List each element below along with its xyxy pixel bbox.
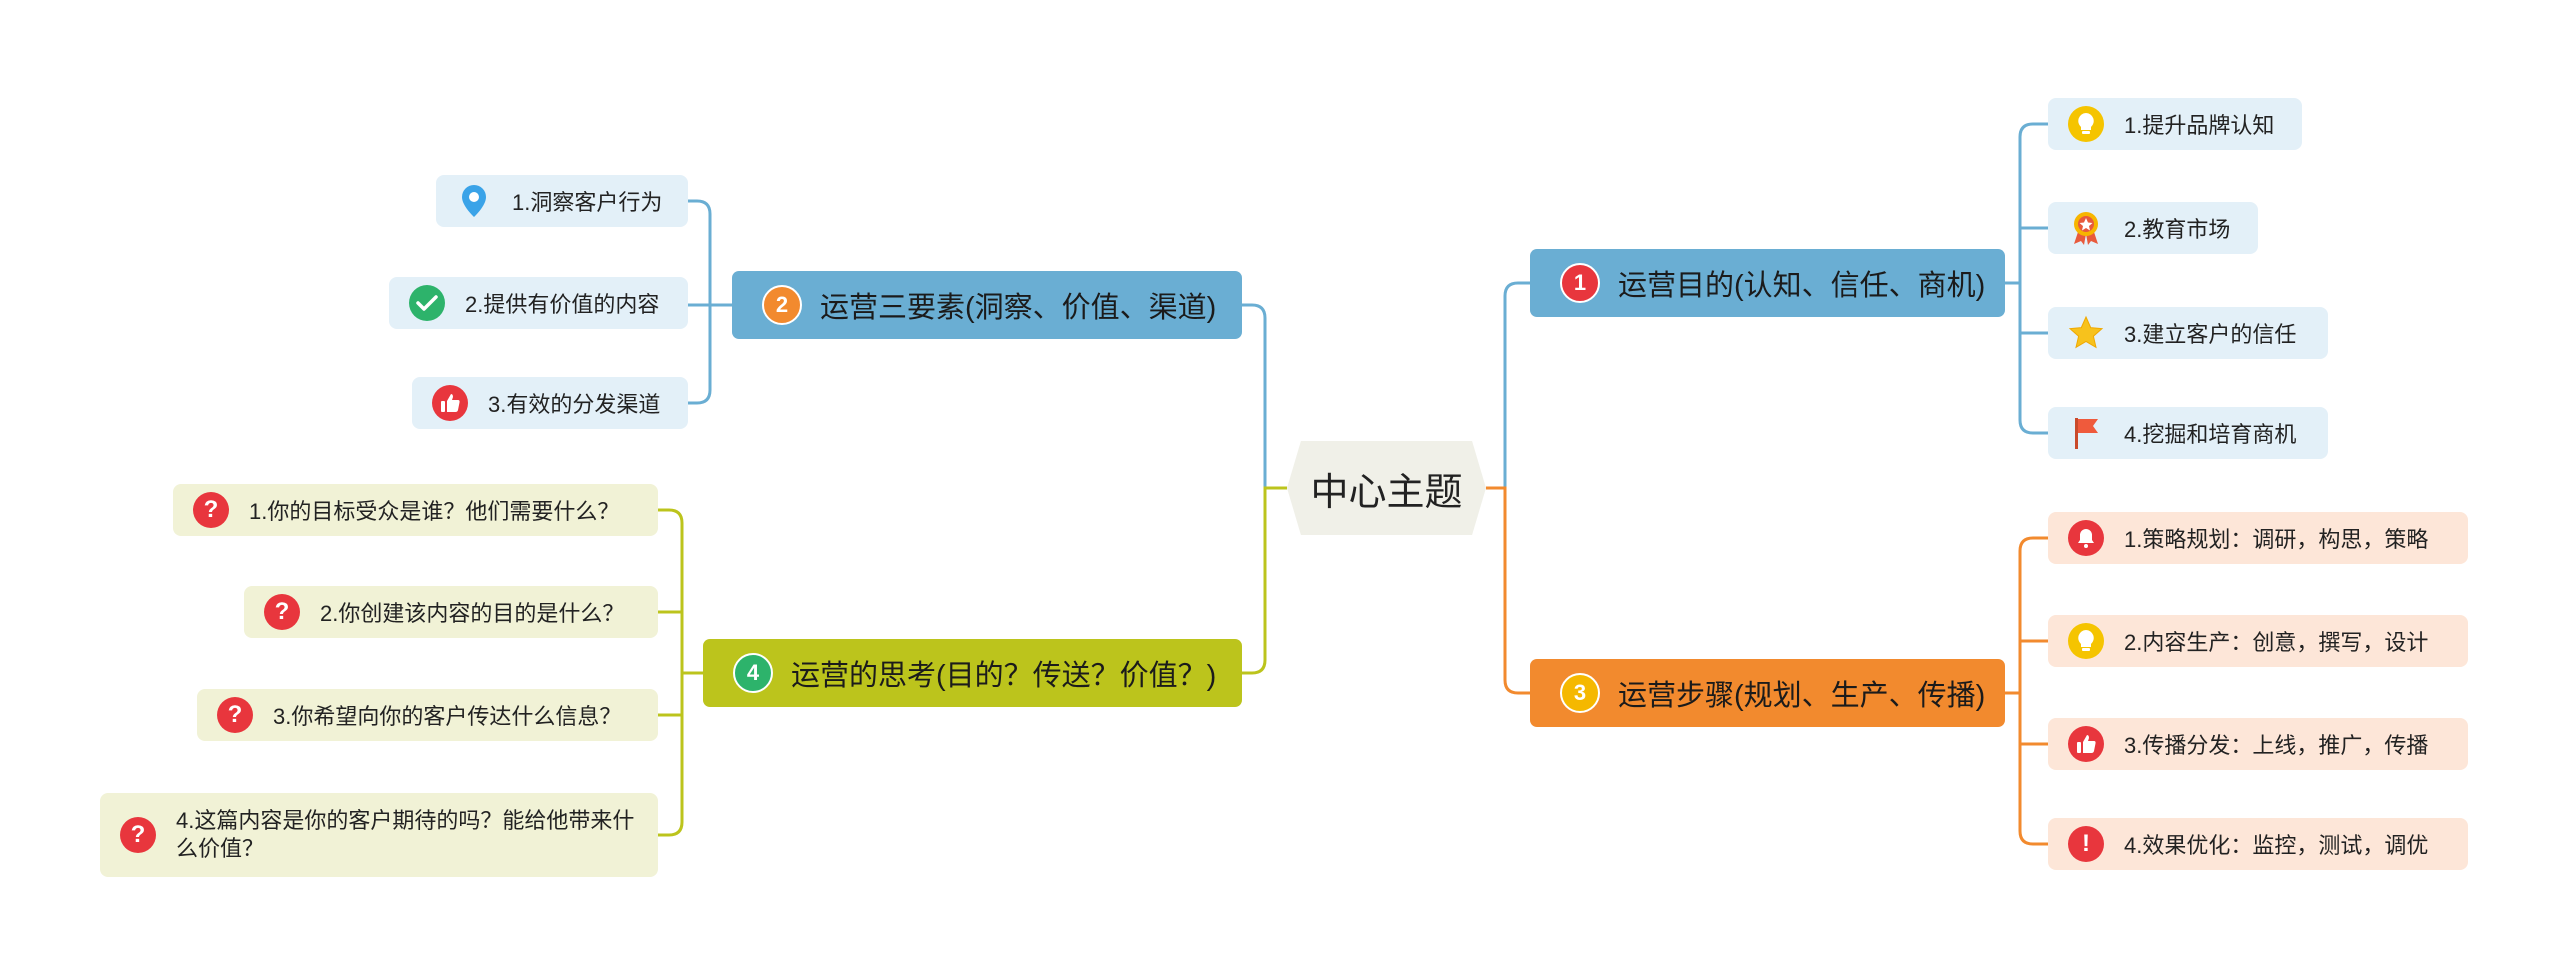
- exclamation-icon: !: [2068, 826, 2104, 862]
- connector-center-b2: [1242, 303, 1287, 490]
- leaf-b3-4[interactable]: ! 4.效果优化：监控，测试，调优: [2048, 818, 2468, 870]
- thumbs-up-icon: [432, 385, 468, 421]
- connector-b4-leaves: [658, 508, 703, 837]
- award-medal-icon: [2068, 210, 2104, 246]
- leaf-label: 1.提升品牌认知: [2124, 113, 2275, 138]
- connector-b3-leaves: [2005, 536, 2048, 846]
- leaf-b4-1[interactable]: ? 1.你的目标受众是谁？他们需要什么？: [173, 484, 658, 536]
- red-flag-icon: [2068, 415, 2104, 451]
- leaf-b4-3[interactable]: ? 3.你希望向你的客户传达什么信息？: [197, 689, 658, 741]
- leaf-label: 2.内容生产：创意，撰写，设计: [2124, 630, 2429, 655]
- leaf-b2-2[interactable]: 2.提供有价值的内容: [389, 277, 688, 329]
- branch-operation-thinking[interactable]: 4 运营的思考(目的？传送？价值？): [703, 639, 1242, 707]
- leaf-label: 4.挖掘和培育商机: [2124, 422, 2297, 447]
- leaf-label: 3.有效的分发渠道: [488, 392, 661, 417]
- branch-label: 运营步骤(规划、生产、传播): [1618, 680, 1986, 712]
- leaf-b2-3[interactable]: 3.有效的分发渠道: [412, 377, 688, 429]
- leaf-label: 4.效果优化：监控，测试，调优: [2124, 833, 2429, 858]
- leaf-b4-2[interactable]: ? 2.你创建该内容的目的是什么？: [244, 586, 658, 638]
- number-badge-1: 1: [1560, 263, 1600, 303]
- number-badge-3: 3: [1560, 673, 1600, 713]
- leaf-b3-3[interactable]: 3.传播分发：上线，推广，传播: [2048, 718, 2468, 770]
- leaf-b1-4[interactable]: 4.挖掘和培育商机: [2048, 407, 2328, 459]
- connector-center-b4: [1242, 486, 1287, 675]
- check-circle-icon: [409, 285, 445, 321]
- question-icon: ?: [264, 594, 300, 630]
- leaf-label: 1.洞察客户行为: [512, 190, 663, 215]
- leaf-label: 1.你的目标受众是谁？他们需要什么？: [249, 499, 620, 524]
- lightbulb-icon: [2068, 106, 2104, 142]
- question-icon: ?: [120, 817, 156, 853]
- star-icon: [2068, 315, 2104, 351]
- connector-center-b1: [1486, 281, 1530, 490]
- leaf-label: 3.传播分发：上线，推广，传播: [2124, 733, 2429, 758]
- connector-b2-leaves: [688, 199, 732, 405]
- branch-label: 运营目的(认知、信任、商机): [1618, 270, 1986, 302]
- leaf-b4-4[interactable]: ? 4.这篇内容是你的客户期待的吗？能给他带来什么价值？: [100, 793, 658, 877]
- leaf-label: 3.你希望向你的客户传达什么信息？: [273, 704, 622, 729]
- leaf-label: 2.提供有价值的内容: [465, 292, 660, 317]
- leaf-label: 3.建立客户的信任: [2124, 322, 2297, 347]
- leaf-label: 2.教育市场: [2124, 217, 2231, 242]
- branch-three-elements[interactable]: 2 运营三要素(洞察、价值、渠道): [732, 271, 1242, 339]
- leaf-b3-2[interactable]: 2.内容生产：创意，撰写，设计: [2048, 615, 2468, 667]
- leaf-b3-1[interactable]: 1.策略规划：调研，构思，策略: [2048, 512, 2468, 564]
- leaf-b1-2[interactable]: 2.教育市场: [2048, 202, 2258, 254]
- leaf-b1-1[interactable]: 1.提升品牌认知: [2048, 98, 2302, 150]
- number-badge-2: 2: [762, 285, 802, 325]
- branch-label: 运营三要素(洞察、价值、渠道): [820, 292, 1217, 324]
- central-topic[interactable]: 中心主题: [1287, 441, 1486, 535]
- branch-label: 运营的思考(目的？传送？价值？): [791, 660, 1217, 692]
- thumbs-up-icon: [2068, 726, 2104, 762]
- question-icon: ?: [217, 697, 253, 733]
- branch-operation-purpose[interactable]: 1 运营目的(认知、信任、商机): [1530, 249, 2005, 317]
- number-badge-4: 4: [733, 653, 773, 693]
- leaf-label: 4.这篇内容是你的客户期待的吗？能给他带来什么价值？: [176, 808, 635, 861]
- bell-icon: [2068, 520, 2104, 556]
- location-pin-icon: [456, 183, 492, 219]
- leaf-b2-1[interactable]: 1.洞察客户行为: [436, 175, 688, 227]
- central-topic-label: 中心主题: [1310, 471, 1463, 514]
- leaf-label: 1.策略规划：调研，构思，策略: [2124, 527, 2429, 552]
- question-icon: ?: [193, 492, 229, 528]
- leaf-label: 2.你创建该内容的目的是什么？: [320, 601, 625, 626]
- connector-b1-leaves: [2005, 122, 2048, 435]
- connector-center-b3: [1486, 486, 1530, 695]
- leaf-b1-3[interactable]: 3.建立客户的信任: [2048, 307, 2328, 359]
- branch-operation-steps[interactable]: 3 运营步骤(规划、生产、传播): [1530, 659, 2005, 727]
- lightbulb-icon: [2068, 623, 2104, 659]
